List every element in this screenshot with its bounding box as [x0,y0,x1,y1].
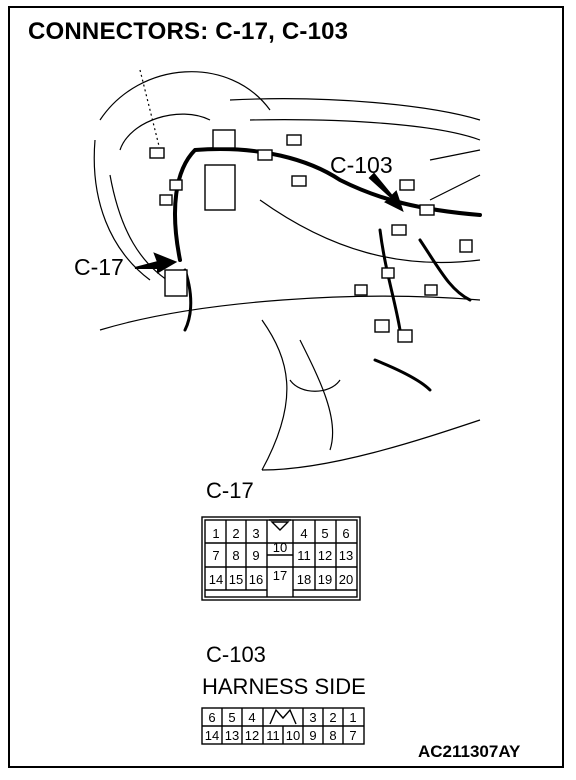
c17-pin: 7 [212,548,219,563]
connector-blocks [149,129,473,343]
c17-pin: 9 [252,548,259,563]
c103-callout: C-103 [330,152,393,178]
c17-pin: 3 [252,526,259,541]
c103-pin: 1 [349,710,356,725]
c17-pin: 11 [297,548,311,563]
c17-pin: 5 [321,526,328,541]
c17-connector-face [201,516,361,601]
c17-callout: C-17 [74,254,124,280]
c17-arrow [134,252,178,274]
c17-pin: 8 [232,548,239,563]
c17-pin: 2 [232,526,239,541]
c17-pin: 20 [339,572,353,587]
c103-pin: 12 [245,728,259,743]
dashboard-linework [93,69,481,471]
c103-pin: 2 [329,710,336,725]
c17-pin: 12 [318,548,332,563]
c103-pin: 11 [266,728,280,743]
c17-pin: 18 [297,572,311,587]
c17-pin: 17 [273,568,287,583]
c103-heading: C-103 [206,642,266,667]
c103-pin: 3 [309,710,316,725]
c17-pin: 4 [300,526,307,541]
c103-pin: 7 [349,728,356,743]
c103-pin-labels: 6 5 4 3 2 1 14 13 12 11 10 9 8 7 [205,710,357,743]
figure-code: AC211307AY [418,742,521,761]
c103-pin: 9 [309,728,316,743]
c103-pin: 6 [208,710,215,725]
c17-pin: 16 [249,572,263,587]
figure-frame [8,6,564,768]
c17-pin: 14 [209,572,223,587]
c17-heading: C-17 [206,478,254,503]
c17-pin: 6 [342,526,349,541]
c103-pin: 4 [248,710,255,725]
c103-arrow [368,172,404,212]
c17-pin: 1 [212,526,219,541]
c103-pin: 14 [205,728,219,743]
c17-pin: 10 [273,540,287,555]
c17-pin-labels: 1 2 3 4 5 6 7 8 9 11 12 13 14 15 16 18 1… [209,526,353,587]
c103-connector-face [201,707,365,745]
c17-pin: 13 [339,548,353,563]
c103-pin: 13 [225,728,239,743]
c103-pin: 10 [286,728,300,743]
c103-pin: 8 [329,728,336,743]
page-title: CONNECTORS: C-17, C-103 [28,18,349,45]
c17-pin: 15 [229,572,243,587]
harness-side-label: HARNESS SIDE [202,674,366,699]
c103-pin: 5 [228,710,235,725]
c17-pin: 19 [318,572,332,587]
